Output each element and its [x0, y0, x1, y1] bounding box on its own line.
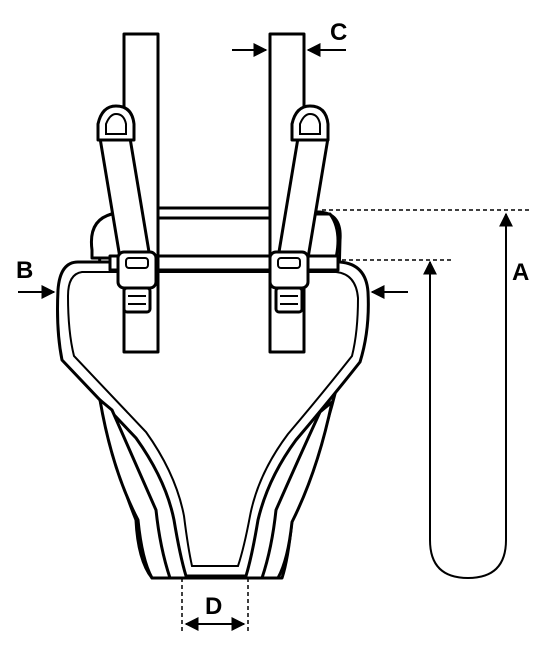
dimension-d: D	[181, 578, 249, 634]
dimension-b-label: B	[16, 257, 33, 284]
dimension-c-label: C	[330, 19, 347, 46]
dimension-a-label: A	[512, 259, 529, 286]
left-buckle-slot	[125, 257, 149, 269]
left-buckle-clip	[122, 286, 152, 314]
right-buckle-clip	[274, 286, 304, 314]
left-d-ring-hole	[105, 112, 127, 135]
strap-cross-bar	[156, 206, 272, 220]
seat-right-flap	[260, 400, 334, 580]
seat-left-flap	[98, 398, 172, 580]
dimension-a: A	[322, 209, 530, 580]
dimension-c: C	[232, 19, 347, 57]
harness-seat	[56, 210, 370, 580]
dimension-d-label: D	[205, 593, 222, 620]
shoulder-straps	[96, 32, 330, 354]
left-buckle-lines	[128, 295, 146, 305]
dimension-b: B	[16, 257, 408, 299]
dimension-a-loop	[423, 212, 513, 580]
right-d-ring-hole	[299, 112, 321, 135]
seat-inner-stitch	[66, 271, 360, 567]
right-buckle-lines	[280, 295, 298, 305]
right-buckle-slot	[277, 257, 301, 269]
